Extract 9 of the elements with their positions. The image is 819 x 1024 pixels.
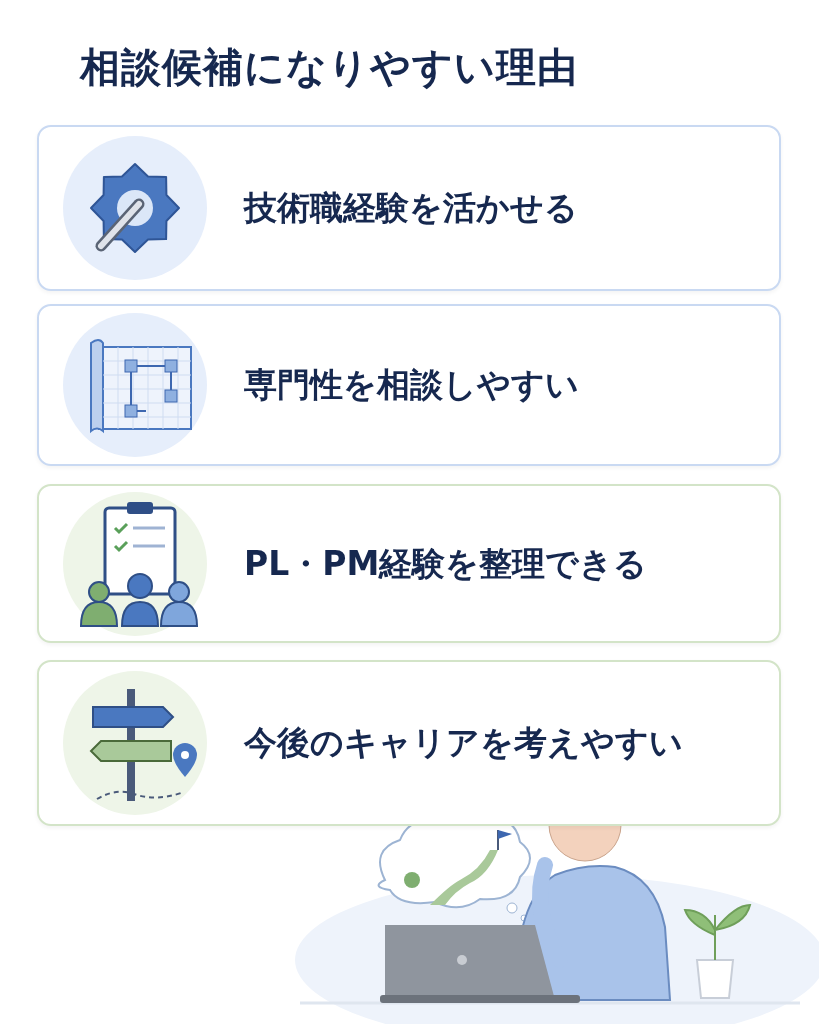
reason-card [37, 304, 781, 466]
reason-text: 技術職経験を活かせる [244, 186, 578, 229]
reason-card [37, 484, 781, 643]
title: 相談候補になりやすい理由 [80, 43, 578, 92]
reason-card [37, 125, 781, 291]
reason-text: 専門性を相談しやすい [244, 363, 579, 406]
reason-card [37, 660, 781, 826]
reason-text: PL・PM経験を整理できる [244, 542, 648, 584]
reason-text: 今後のキャリアを考えやすい [244, 721, 683, 764]
